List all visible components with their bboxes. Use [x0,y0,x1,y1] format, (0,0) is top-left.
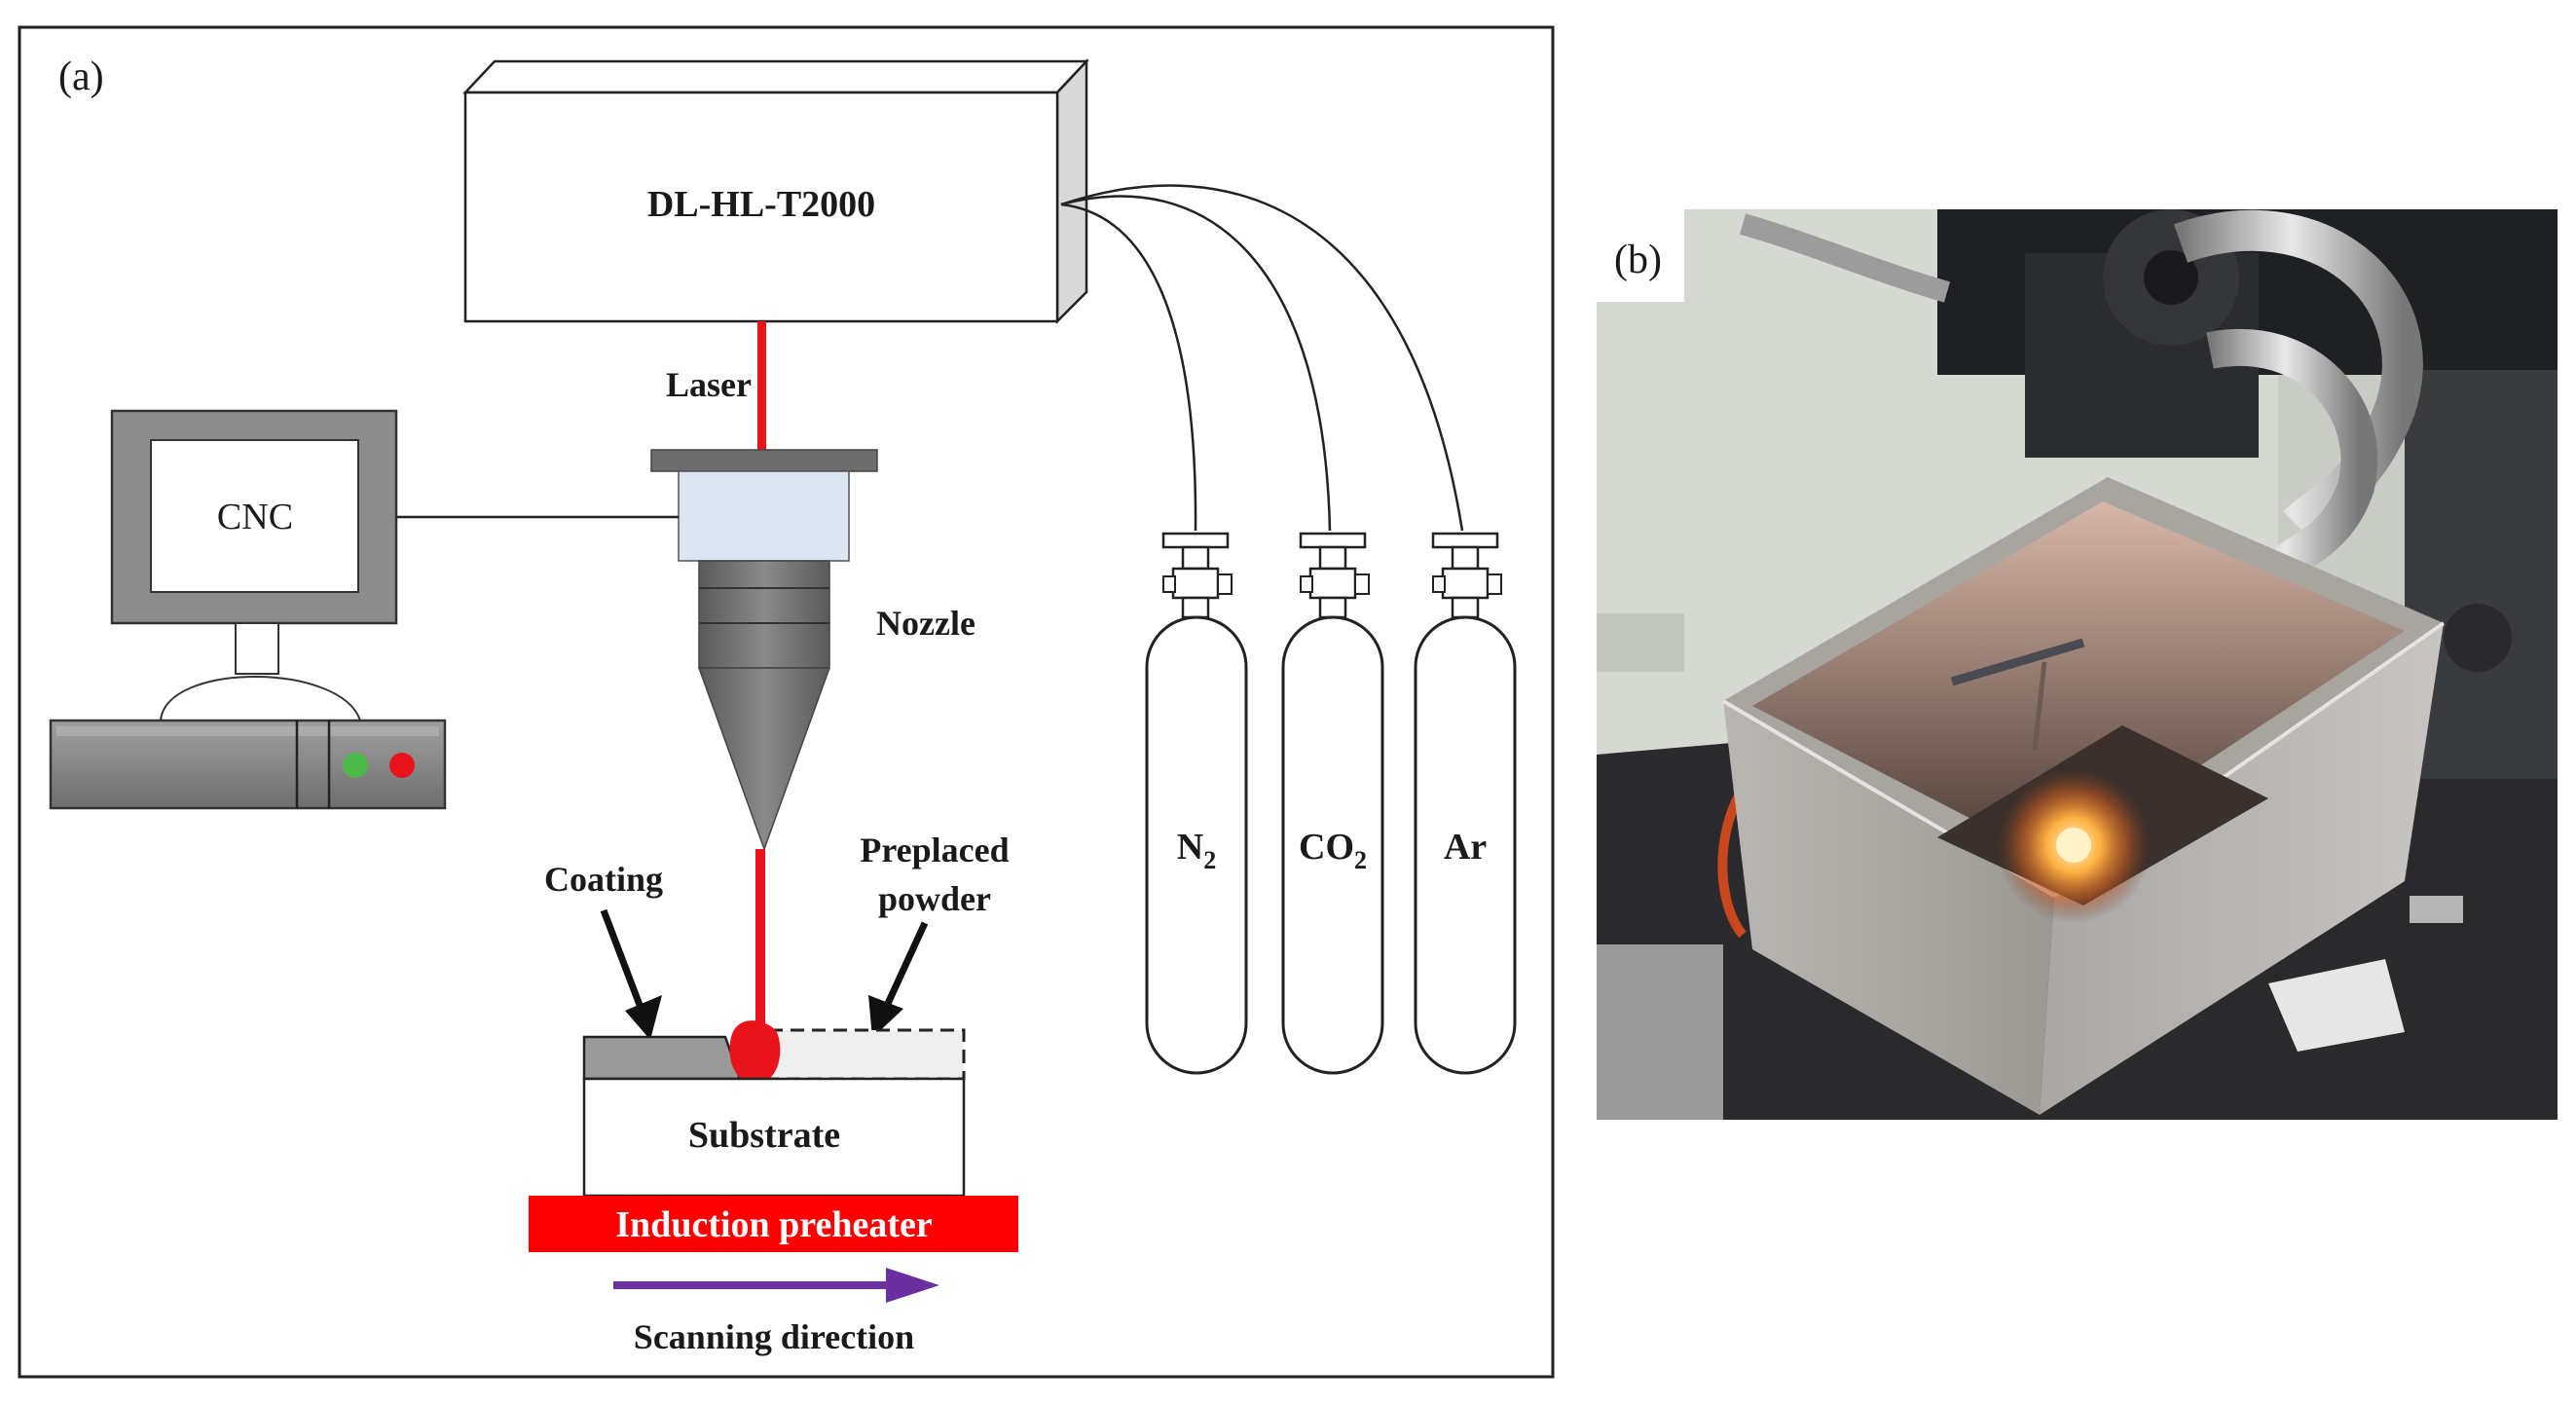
laser-unit-side [1055,57,1088,325]
substrate-label: Substrate [688,1115,840,1156]
cylinder-ar-label: Ar [1444,827,1487,868]
nozzle-plate [650,449,878,472]
laser-label: Laser [666,365,752,404]
hose-n2 [1060,203,1197,532]
laser-unit: DL-HL-T2000 [462,57,1089,325]
cnc-base [159,676,362,721]
preplaced-powder-label-2: powder [878,879,991,918]
laser-beam-lower [755,849,765,1024]
coating-layer [582,1035,742,1081]
cylinder-co2: CO2 [1281,532,1384,1075]
cylinder-co2-body [1281,615,1384,1075]
power-led-green [343,753,368,778]
cylinder-n2-label: N2 [1177,827,1216,874]
laser-unit-front [463,91,1059,323]
cnc-stand [235,622,279,675]
cylinder-ar: Ar [1414,532,1517,1075]
nozzle-cone [697,667,831,852]
panel-a: (a) DL-HL-T2000 Laser Nozzle [18,25,1555,1379]
panel-a-tag: (a) [58,55,104,99]
panel-b-tag: (b) [1614,238,1662,282]
laser-beam-upper [757,321,766,450]
hose-ar [1060,184,1464,532]
cnc-screen [150,439,359,593]
preplaced-powder-label-1: Preplaced [860,831,1009,869]
cnc-computer: CNC [49,409,679,810]
coating-label: Coating [544,860,663,899]
nozzle-lens-housing [678,470,850,562]
melt-pool [729,1020,781,1085]
powder-arrow [868,921,929,1038]
cylinder-n2: N2 [1145,532,1248,1075]
cylinder-n2-body [1145,615,1248,1075]
cnc-label: CNC [217,497,293,537]
laser-unit-label: DL-HL-T2000 [647,184,875,225]
nozzle-label: Nozzle [876,604,975,643]
scanning-direction-label: Scanning direction [634,1317,914,1356]
gas-hoses [1060,184,1464,532]
power-led-red [389,753,415,778]
cylinder-co2-label: CO2 [1299,827,1367,874]
nozzle-body [698,560,830,669]
laser-unit-top [462,59,1089,94]
preplaced-powder-layer [767,1028,966,1081]
scanning-direction-arrow [613,1268,939,1303]
gas-cylinders: N2 CO2 Ar [1145,532,1517,1075]
substrate [582,1077,966,1198]
panel-b-photo: (b) [1597,209,2558,1120]
cylinder-ar-body [1414,615,1517,1075]
induction-preheater [529,1196,1018,1252]
induction-preheater-label: Induction preheater [615,1204,933,1245]
nozzle-assembly: Nozzle [650,449,975,852]
hose-co2 [1060,195,1332,532]
panel-b-tag-bg [1597,209,1684,302]
coating-arrow [600,908,662,1040]
